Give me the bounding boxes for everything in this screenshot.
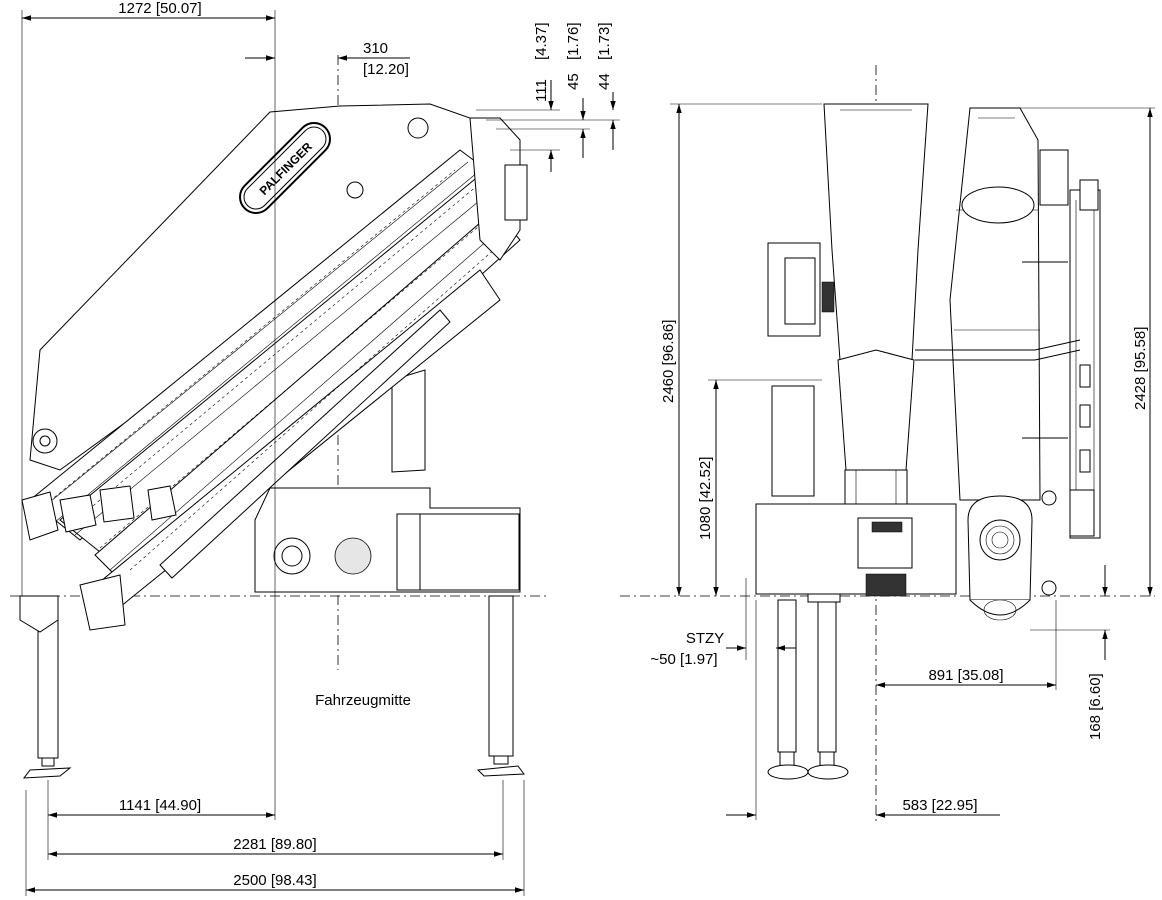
- rear-outriggers: [767, 593, 849, 780]
- stzy-label: STZY: [686, 630, 724, 647]
- base-box: [396, 513, 520, 591]
- dim-2500: 2500 [98.43]: [233, 872, 316, 889]
- rear-boom: [823, 103, 929, 361]
- rear-view: 2460 [96.86] 1080 [42.52] 2428 [95.58] 1…: [620, 65, 1155, 825]
- dim-1080: 1080 [42.52]: [697, 457, 714, 540]
- telescopic-boom: [21, 117, 528, 631]
- dim-2281: 2281 [89.80]: [233, 836, 316, 853]
- dim-44: 44: [596, 73, 613, 90]
- dim-1272: 1272 [50.07]: [118, 0, 201, 17]
- dim-44-in: [1.73]: [596, 22, 613, 60]
- side-view: PALFINGER: [10, 0, 620, 896]
- dim-45: 45: [565, 73, 582, 90]
- outrigger-left: [22, 599, 72, 779]
- base-hole-right: [334, 537, 372, 575]
- dim-310: 310: [363, 40, 388, 57]
- dim-2428: 2428 [95.58]: [1132, 327, 1149, 410]
- vehicle-center-label: Fahrzeugmitte: [315, 692, 411, 709]
- dim-stzy-50: ~50 [1.97]: [650, 651, 717, 668]
- dim-111: 111: [533, 79, 550, 102]
- crane-column: [391, 369, 426, 473]
- rear-tank: [967, 490, 1057, 621]
- dim-583: 583 [22.95]: [902, 797, 977, 814]
- dim-891: 891 [35.08]: [928, 667, 1003, 684]
- rear-base: [755, 503, 957, 595]
- dim-1141: 1141 [44.90]: [119, 797, 201, 814]
- dim-310-in: [12.20]: [363, 61, 409, 78]
- dim-2460: 2460 [96.86]: [660, 320, 677, 403]
- outrigger-right: [476, 595, 525, 777]
- dim-168: 168 [6.60]: [1087, 673, 1104, 740]
- dim-111-in: [4.37]: [533, 22, 550, 60]
- dim-45-in: [1.76]: [565, 22, 582, 60]
- rear-folded-boom: [915, 107, 1101, 539]
